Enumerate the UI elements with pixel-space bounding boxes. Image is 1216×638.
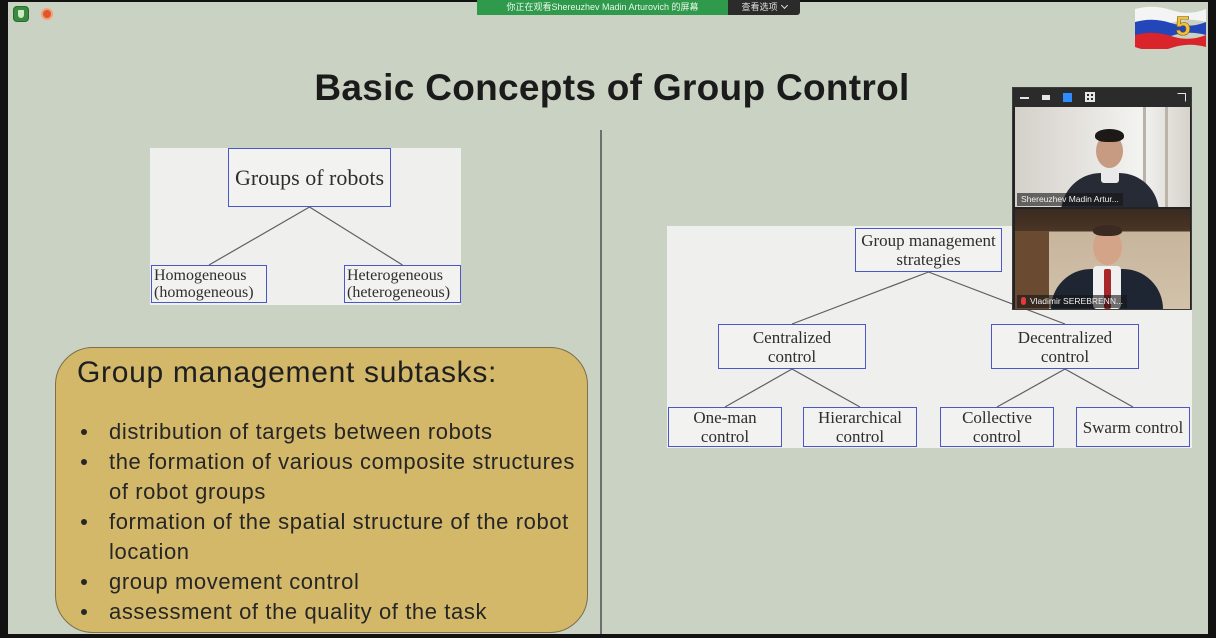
participant-hair [1093, 225, 1122, 236]
one-man-control-box: One-man control [668, 407, 782, 447]
subtask-text: distribution of targets between robots [109, 419, 493, 444]
box-label: Hierarchical [818, 408, 902, 427]
slide-title: Basic Concepts of Group Control [314, 67, 910, 108]
video-panel[interactable]: Shereuzhev Madin Artur... Vladimir SEREB… [1012, 87, 1192, 310]
view-options-label: 查看选项 [741, 2, 778, 12]
participant-name: Shereuzhev Madin Artur... [1021, 194, 1119, 204]
bullet-marker [81, 429, 87, 435]
window-frame [1165, 107, 1168, 207]
logo-badge: 5 [1175, 11, 1190, 41]
connector-line [996, 368, 1066, 408]
collective-control-box: Collective control [940, 407, 1054, 447]
participant-hair [1095, 129, 1124, 142]
centralized-control-box: Centralized control [718, 324, 866, 369]
strategies-root-box: Group management strategies [855, 228, 1002, 272]
list-item: group movement control [81, 567, 575, 597]
heterogeneous-box: Heterogeneous (heterogeneous) [344, 265, 461, 303]
box-label: control [972, 427, 1022, 446]
gallery-view-icon[interactable] [1085, 92, 1095, 102]
russian-flag-logo: 5 [1135, 6, 1206, 49]
robot-groups-diagram: Groups of robots Homogeneous (homogeneou… [150, 148, 461, 305]
slide-divider [600, 130, 602, 634]
expand-icon[interactable] [1177, 93, 1186, 102]
participant-collar [1101, 169, 1119, 183]
decentralized-control-box: Decentralized control [991, 324, 1139, 369]
swarm-control-box: Swarm control [1076, 407, 1190, 447]
connector-line [724, 368, 793, 408]
participant-name: Vladimir SEREBRENN... [1030, 296, 1124, 306]
encryption-shield-icon[interactable] [13, 6, 29, 22]
box-label: Swarm control [1082, 417, 1184, 437]
box-label: Homogeneous [154, 267, 247, 284]
subtasks-panel: Group management subtasks: distribution … [55, 347, 588, 633]
homogeneous-box: Homogeneous (homogeneous) [151, 265, 267, 303]
minimize-icon[interactable] [1020, 97, 1029, 99]
list-item: assessment of the quality of the task [81, 597, 575, 627]
list-item: distribution of targets between robots [81, 417, 575, 447]
box-label: control [835, 427, 885, 446]
box-label: control [767, 346, 817, 366]
box-label: Group management [861, 231, 996, 250]
mic-muted-icon [1021, 297, 1026, 305]
subtask-text: the formation of various composite struc… [109, 449, 575, 474]
box-label: control [700, 427, 750, 446]
hide-video-icon[interactable] [1042, 95, 1050, 100]
bullet-marker [81, 459, 87, 465]
participant-tie [1104, 269, 1111, 309]
list-item: formation of the spatial structure of th… [81, 507, 575, 567]
subtasks-list: distribution of targets between robots t… [81, 417, 575, 627]
subtask-text: location [109, 539, 190, 564]
box-label: strategies [896, 250, 961, 269]
share-banner-text: 你正在观看Shereuzhev Madin Arturovich 的屏幕 [506, 2, 699, 12]
list-item: the formation of various composite struc… [81, 447, 575, 507]
bullet-marker [81, 519, 87, 525]
subtask-text: of robot groups [109, 479, 266, 504]
flag-red-stripe [1135, 32, 1206, 49]
view-options-button[interactable]: 查看选项 [728, 0, 800, 15]
box-label: One-man [693, 408, 757, 427]
subtask-text: group movement control [109, 569, 360, 594]
subtasks-heading: Group management subtasks: [77, 356, 498, 389]
recording-indicator-icon [41, 8, 53, 20]
participant-video-tile[interactable]: Vladimir SEREBRENN... [1015, 209, 1190, 309]
bullet-marker [81, 579, 87, 585]
box-label: Collective [962, 408, 1032, 427]
participant-video-tile[interactable]: Shereuzhev Madin Artur... [1015, 107, 1190, 207]
diagram-connectors [724, 271, 1134, 408]
chevron-down-icon [780, 1, 788, 10]
groups-of-robots-box: Groups of robots [228, 148, 391, 207]
video-panel-toolbar [1013, 88, 1191, 107]
participant-name-label: Vladimir SEREBRENN... [1017, 295, 1128, 308]
connector-line [1064, 368, 1134, 408]
box-label: control [1040, 346, 1090, 366]
connector-line [791, 271, 929, 325]
window-frame [1143, 107, 1146, 207]
box-label: Heterogeneous [347, 267, 443, 284]
speaker-view-icon[interactable] [1063, 93, 1072, 102]
screen-share-banner: 你正在观看Shereuzhev Madin Arturovich 的屏幕 [477, 0, 728, 15]
bullet-marker [81, 609, 87, 615]
box-label: (heterogeneous) [347, 284, 451, 301]
subtask-text: assessment of the quality of the task [109, 599, 488, 624]
connector-line [791, 368, 861, 408]
connector-line [309, 206, 403, 266]
box-label: Groups of robots [234, 164, 385, 190]
box-label: Decentralized [1017, 327, 1113, 347]
hierarchical-control-box: Hierarchical control [803, 407, 917, 447]
participant-name-label: Shereuzhev Madin Artur... [1017, 193, 1123, 206]
diagram-connectors [208, 206, 403, 266]
box-label: Centralized [752, 327, 832, 347]
subtask-text: formation of the spatial structure of th… [109, 509, 569, 534]
box-label: (homogeneous) [154, 284, 254, 301]
connector-line [208, 206, 310, 266]
connector-line [928, 271, 1066, 325]
